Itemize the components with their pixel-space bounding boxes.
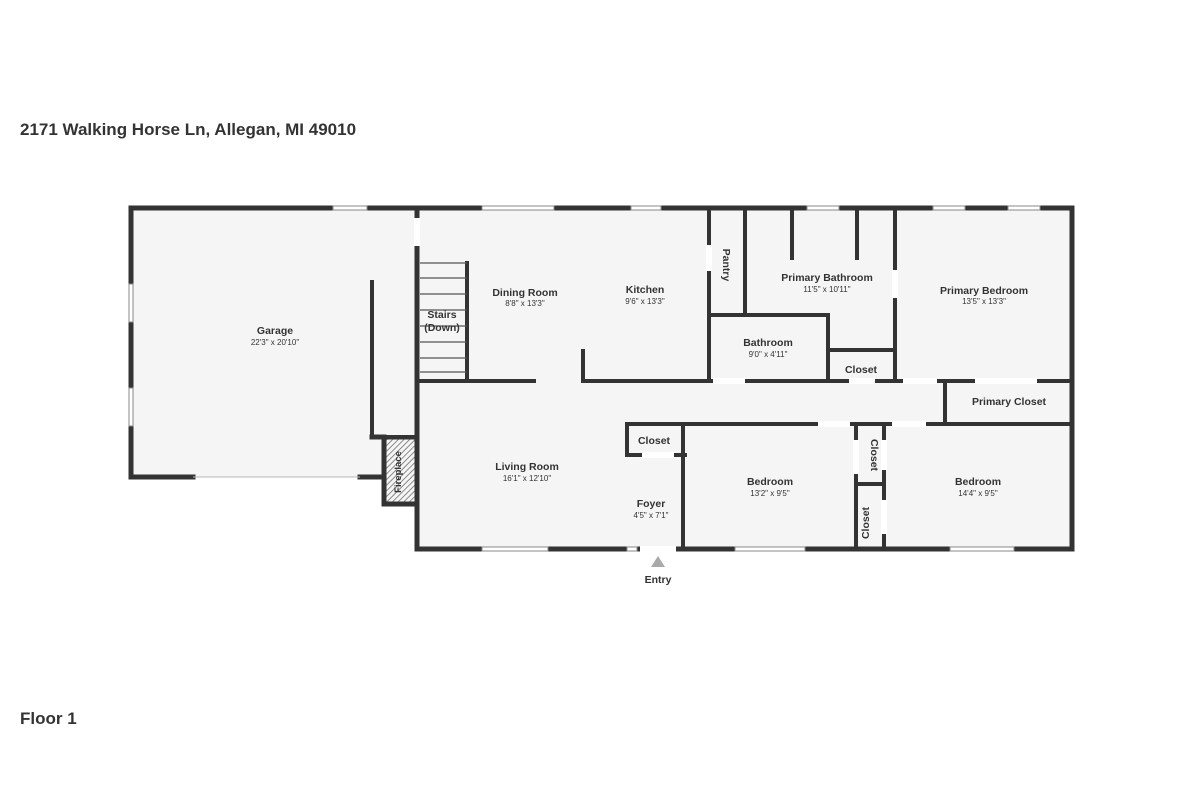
- foyer-name: Foyer: [637, 498, 666, 510]
- primary-closet-name: Primary Closet: [972, 396, 1047, 408]
- door-openings: [414, 218, 1037, 552]
- windows: [128, 205, 1041, 552]
- closet-near-bath-name: Closet: [845, 364, 878, 376]
- entry-arrow-icon: [651, 556, 665, 567]
- stairs-treads: [420, 261, 469, 383]
- primary-bedroom-name: Primary Bedroom: [940, 285, 1028, 297]
- living-room-dimensions: 16'1" x 12'10": [503, 474, 551, 483]
- stairs-direction: (Down): [424, 322, 460, 334]
- fireplace-name: Fireplace: [393, 451, 404, 493]
- foyer-closet-name: Closet: [638, 435, 671, 447]
- garage-dimensions: 22'3" x 20'10": [251, 338, 299, 347]
- primary-bedroom-dimensions: 13'5" x 13'3": [962, 297, 1006, 306]
- stairs-name: Stairs: [427, 309, 456, 321]
- garage-interior-walls: [370, 280, 419, 439]
- primary-bathroom-dimensions: 11'5" x 10'11": [803, 285, 850, 294]
- exterior-walls: [128, 205, 1075, 552]
- property-address: 2171 Walking Horse Ln, Allegan, MI 49010: [20, 120, 357, 139]
- fireplace-hatch: [385, 438, 416, 503]
- floor-label: Floor 1: [20, 709, 77, 728]
- bedroom-2-name: Bedroom: [955, 476, 1001, 488]
- kitchen-name: Kitchen: [626, 284, 665, 296]
- closet-mid-bottom-name: Closet: [860, 506, 872, 539]
- living-room-name: Living Room: [495, 461, 559, 473]
- bathroom-name: Bathroom: [743, 337, 793, 349]
- dining-room-dimensions: 8'8" x 13'3": [505, 299, 545, 308]
- dining-room-name: Dining Room: [492, 287, 557, 299]
- entry-label: Entry: [645, 574, 672, 586]
- kitchen-dimensions: 9'6" x 13'3": [625, 297, 665, 306]
- garage-name: Garage: [257, 325, 293, 337]
- bedroom-1-dimensions: 13'2" x 9'5": [750, 489, 790, 498]
- bathroom-dimensions: 9'0" x 4'11": [749, 350, 788, 359]
- bedroom-2-dimensions: 14'4" x 9'5": [958, 489, 998, 498]
- garage-floor: [131, 208, 417, 477]
- foyer-dimensions: 4'5" x 7'1": [634, 511, 669, 520]
- primary-bathroom-name: Primary Bathroom: [781, 272, 873, 284]
- closet-mid-top-name: Closet: [868, 439, 880, 472]
- pantry-name: Pantry: [720, 249, 732, 282]
- bedroom-1-name: Bedroom: [747, 476, 793, 488]
